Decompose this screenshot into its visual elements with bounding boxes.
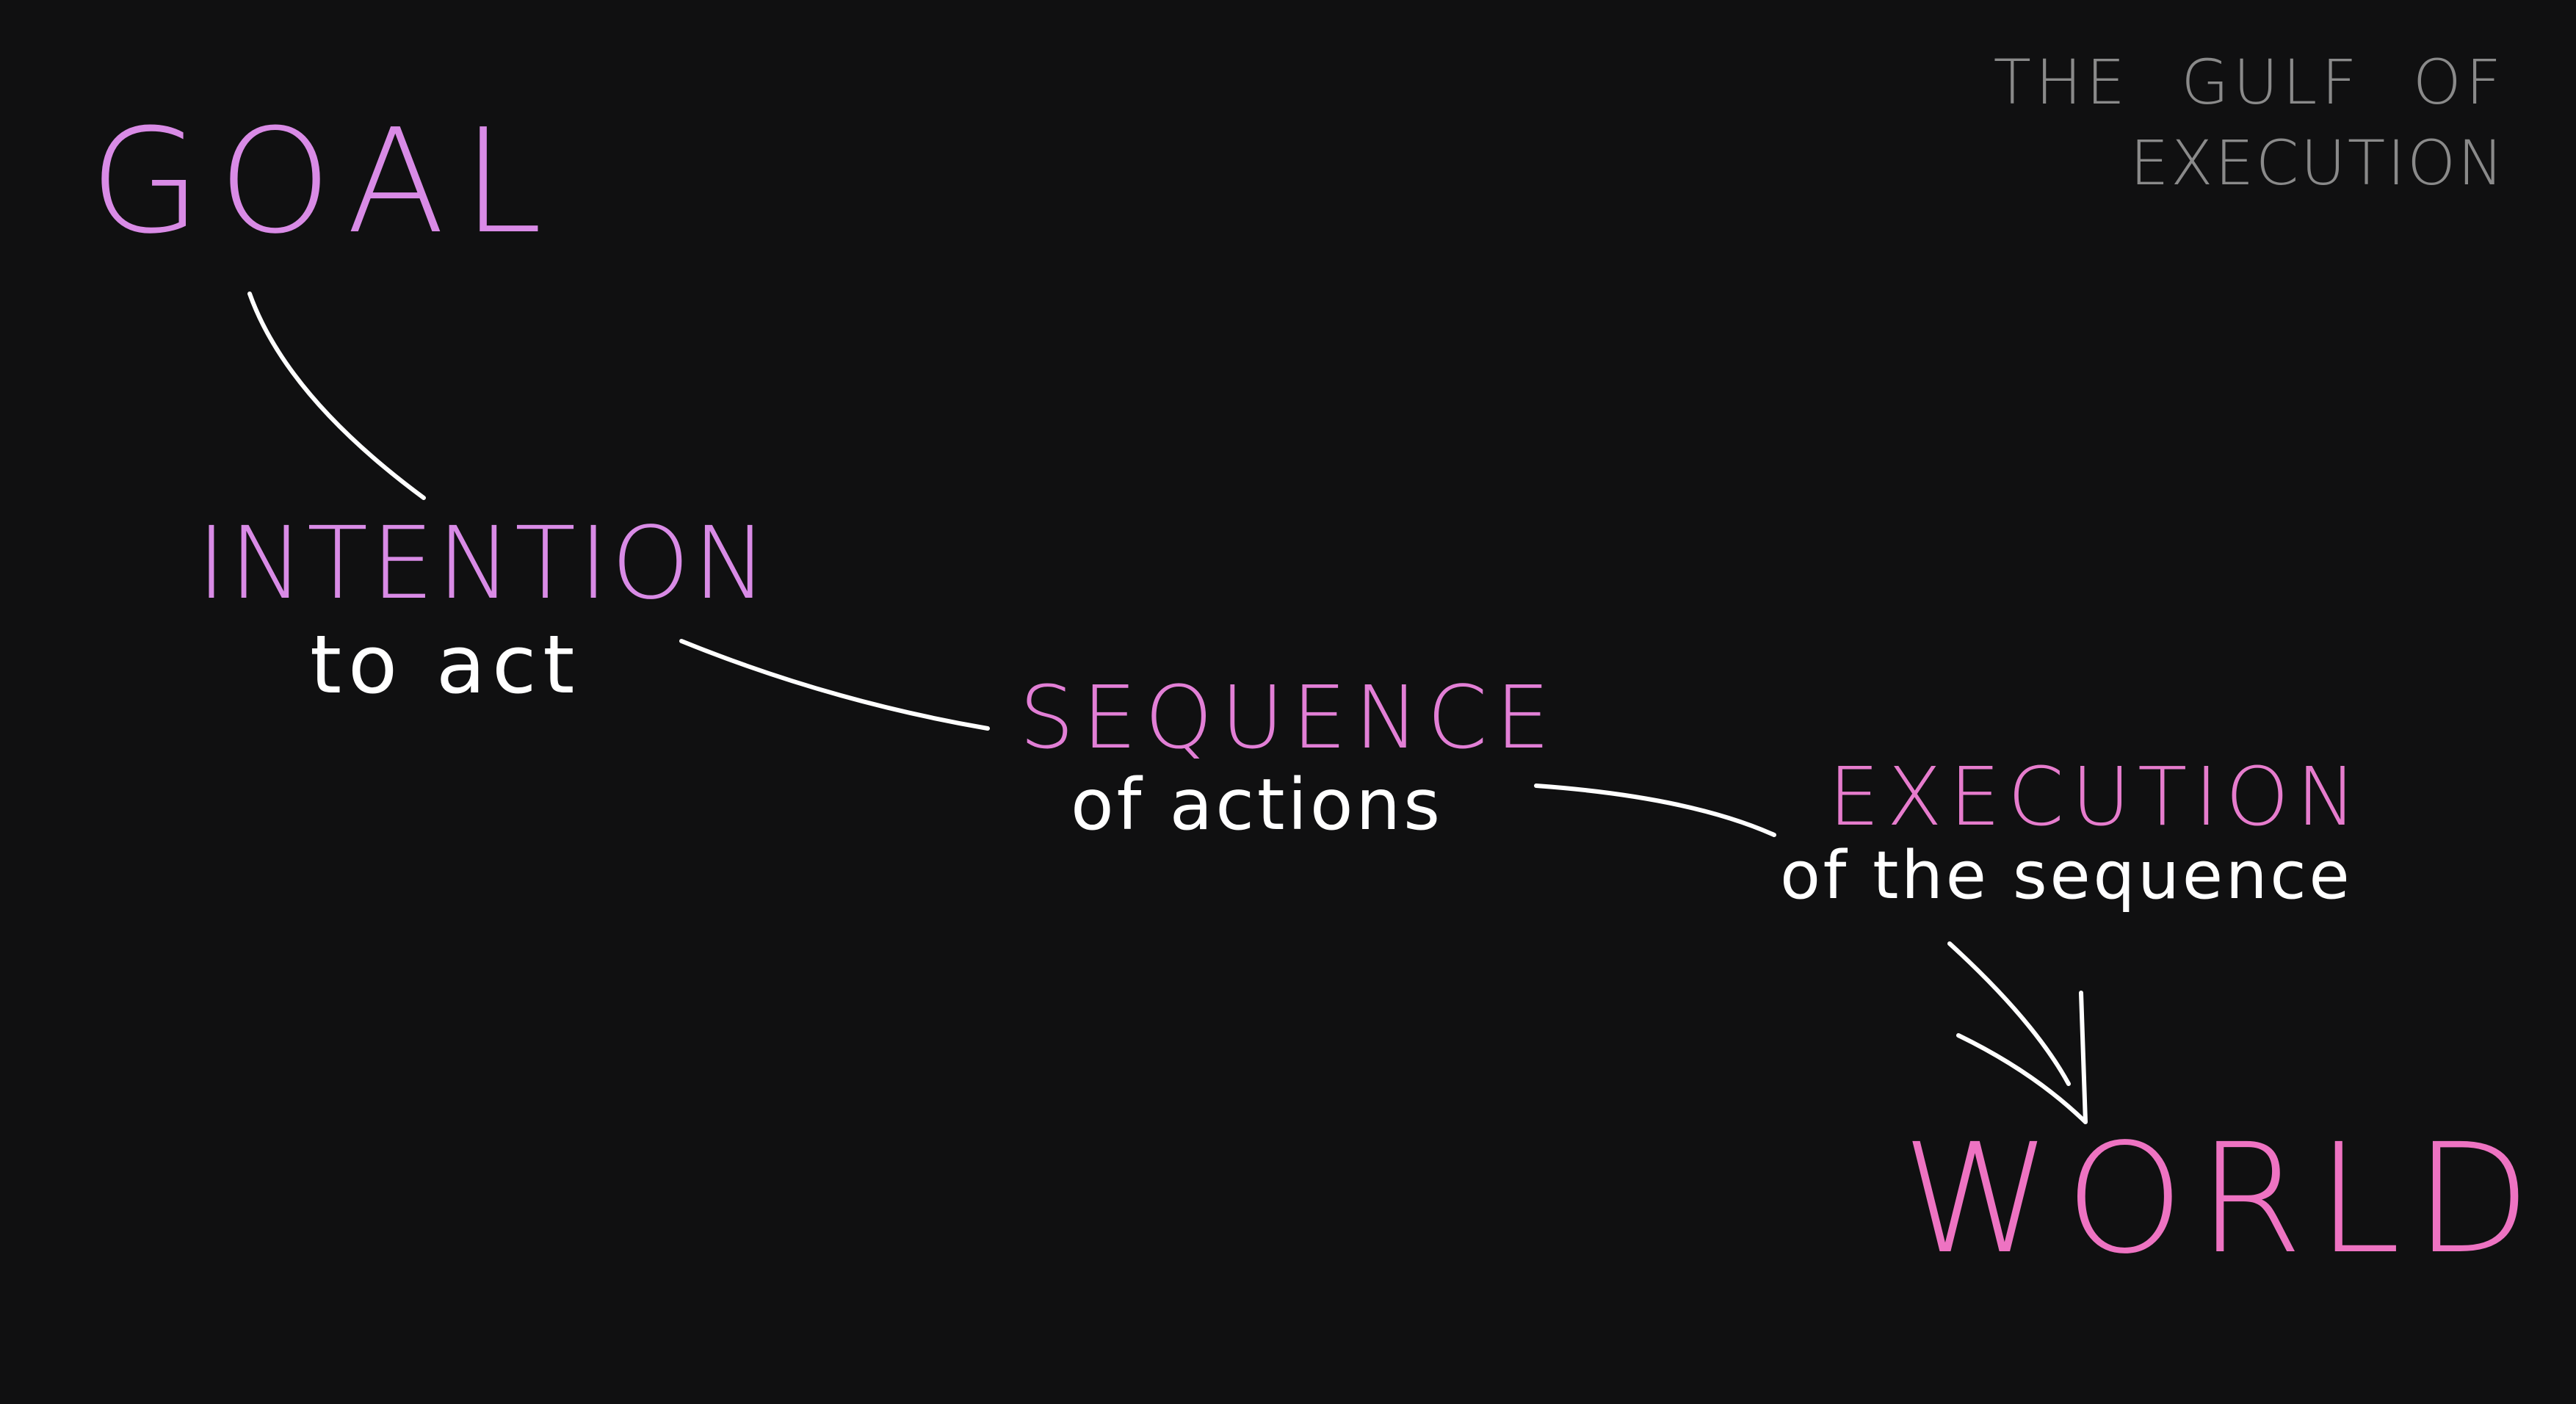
node-world: WORLD (1902, 1111, 2545, 1287)
node-goal: GOAL (90, 98, 560, 266)
node-execution: EXECUTION (1828, 750, 2365, 844)
connector-intention-sequence (679, 639, 990, 731)
node-sequence-sub: of actions (1071, 764, 1443, 846)
arrowhead-icon (1956, 991, 2088, 1124)
diagram-title-line1: THE GULF OF (1993, 46, 2506, 118)
node-execution-sub: of the sequence (1780, 837, 2353, 914)
connector-goal-intention (247, 292, 426, 500)
diagram-title-line2: EXECUTION (2130, 127, 2506, 199)
node-sequence: SEQUENCE (1019, 667, 1558, 768)
node-intention: INTENTION (197, 506, 771, 622)
connector-execution-world (1947, 941, 2071, 1086)
node-intention-sub: to act (310, 618, 582, 712)
connector-sequence-execution (1534, 784, 1776, 837)
